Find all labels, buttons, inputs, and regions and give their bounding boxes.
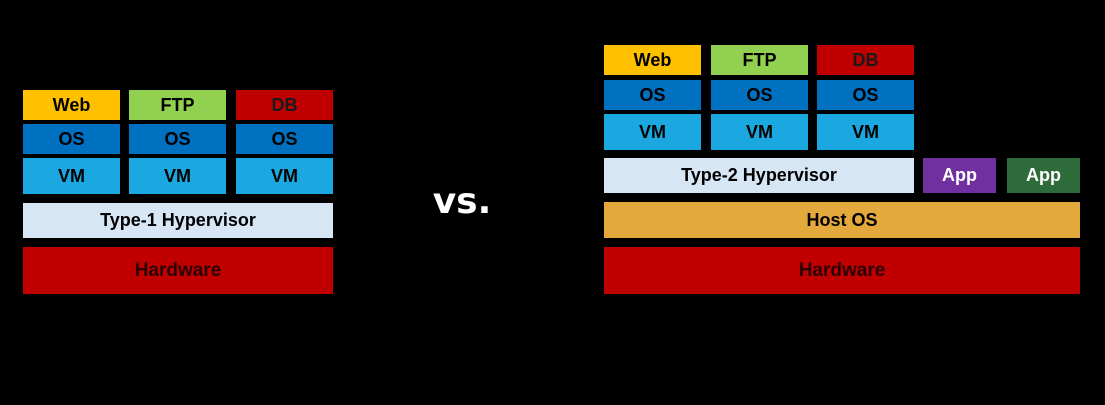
- type1-hypervisor-layer: Type-1 Hypervisor: [23, 203, 333, 238]
- type1-os-block: OS: [129, 124, 226, 154]
- vs-label: vs.: [432, 180, 492, 222]
- host-app-block: App: [1007, 158, 1080, 193]
- type1-vm-block: VM: [129, 158, 226, 194]
- host-os-layer: Host OS: [604, 202, 1080, 238]
- type2-vm-block: VM: [711, 114, 808, 150]
- type2-os-block: OS: [817, 80, 914, 110]
- type2-web-block: Web: [604, 45, 701, 75]
- type1-db-block: DB: [236, 90, 333, 120]
- type1-hardware-layer: Hardware: [23, 247, 333, 294]
- type2-hypervisor-layer: Type-2 Hypervisor: [604, 158, 914, 193]
- type2-db-block: DB: [817, 45, 914, 75]
- type2-os-block: OS: [711, 80, 808, 110]
- type1-web-block: Web: [23, 90, 120, 120]
- type1-ftp-block: FTP: [129, 90, 226, 120]
- type2-vm-block: VM: [817, 114, 914, 150]
- type1-os-block: OS: [23, 124, 120, 154]
- type1-vm-block: VM: [23, 158, 120, 194]
- type2-ftp-block: FTP: [711, 45, 808, 75]
- type2-hardware-layer: Hardware: [604, 247, 1080, 294]
- type1-os-block: OS: [236, 124, 333, 154]
- type2-os-block: OS: [604, 80, 701, 110]
- type2-vm-block: VM: [604, 114, 701, 150]
- type1-vm-block: VM: [236, 158, 333, 194]
- host-app-block: App: [923, 158, 996, 193]
